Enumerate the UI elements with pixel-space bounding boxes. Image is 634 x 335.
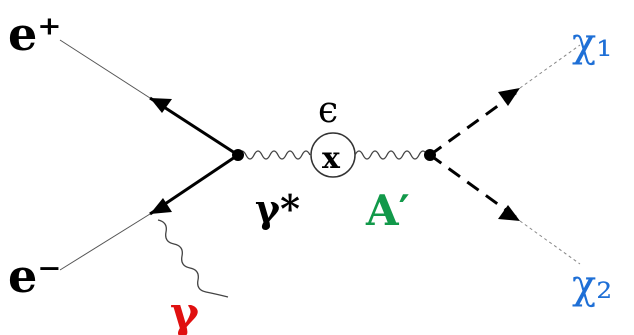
chi2-label: χ₂ (572, 262, 612, 308)
photon-label: γ (170, 288, 200, 335)
positron-label: e⁺ (8, 7, 62, 61)
electron-label: e⁻ (8, 249, 62, 303)
mixing-label: ϵ (318, 90, 338, 131)
electron-thin-line (59, 213, 151, 271)
virtual-photon-line (237, 150, 311, 160)
electron-arrow (150, 198, 172, 214)
chi2-thin-line (519, 220, 581, 265)
chi2-arrow (498, 205, 520, 221)
cross-label: x (322, 141, 341, 176)
chi1-thin-line (519, 44, 581, 89)
virtual-photon-label: γ* (255, 186, 300, 231)
chi1-dashed-line (429, 90, 518, 157)
left-vertex (232, 149, 244, 161)
dark-photon-label: A′ (365, 186, 410, 235)
radiated-photon-line (157, 219, 229, 298)
positron-thin-line (59, 39, 151, 99)
chi2-dashed-line (429, 153, 518, 220)
dark-photon-line (354, 150, 434, 160)
chi1-label: χ₁ (572, 20, 612, 66)
positron-arrow (150, 98, 172, 113)
chi1-arrow (498, 88, 520, 106)
